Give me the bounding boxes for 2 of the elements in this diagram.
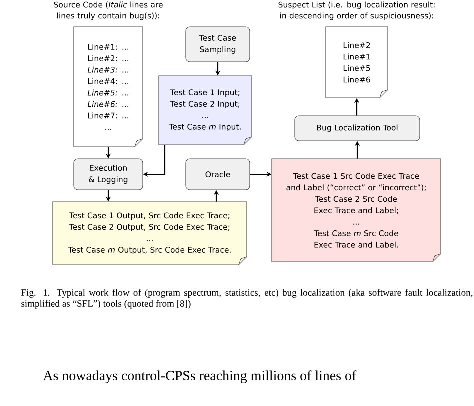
caption: Fig. 1. Typical work flow of (program spectrum, statistics, etc) bug localization (aka software fault localization, simplified as “SFL”) tools (quoted from [8]) [21, 289, 473, 309]
body-text: As nowadays control-CPSs reaching millions of lines of [43, 370, 357, 384]
